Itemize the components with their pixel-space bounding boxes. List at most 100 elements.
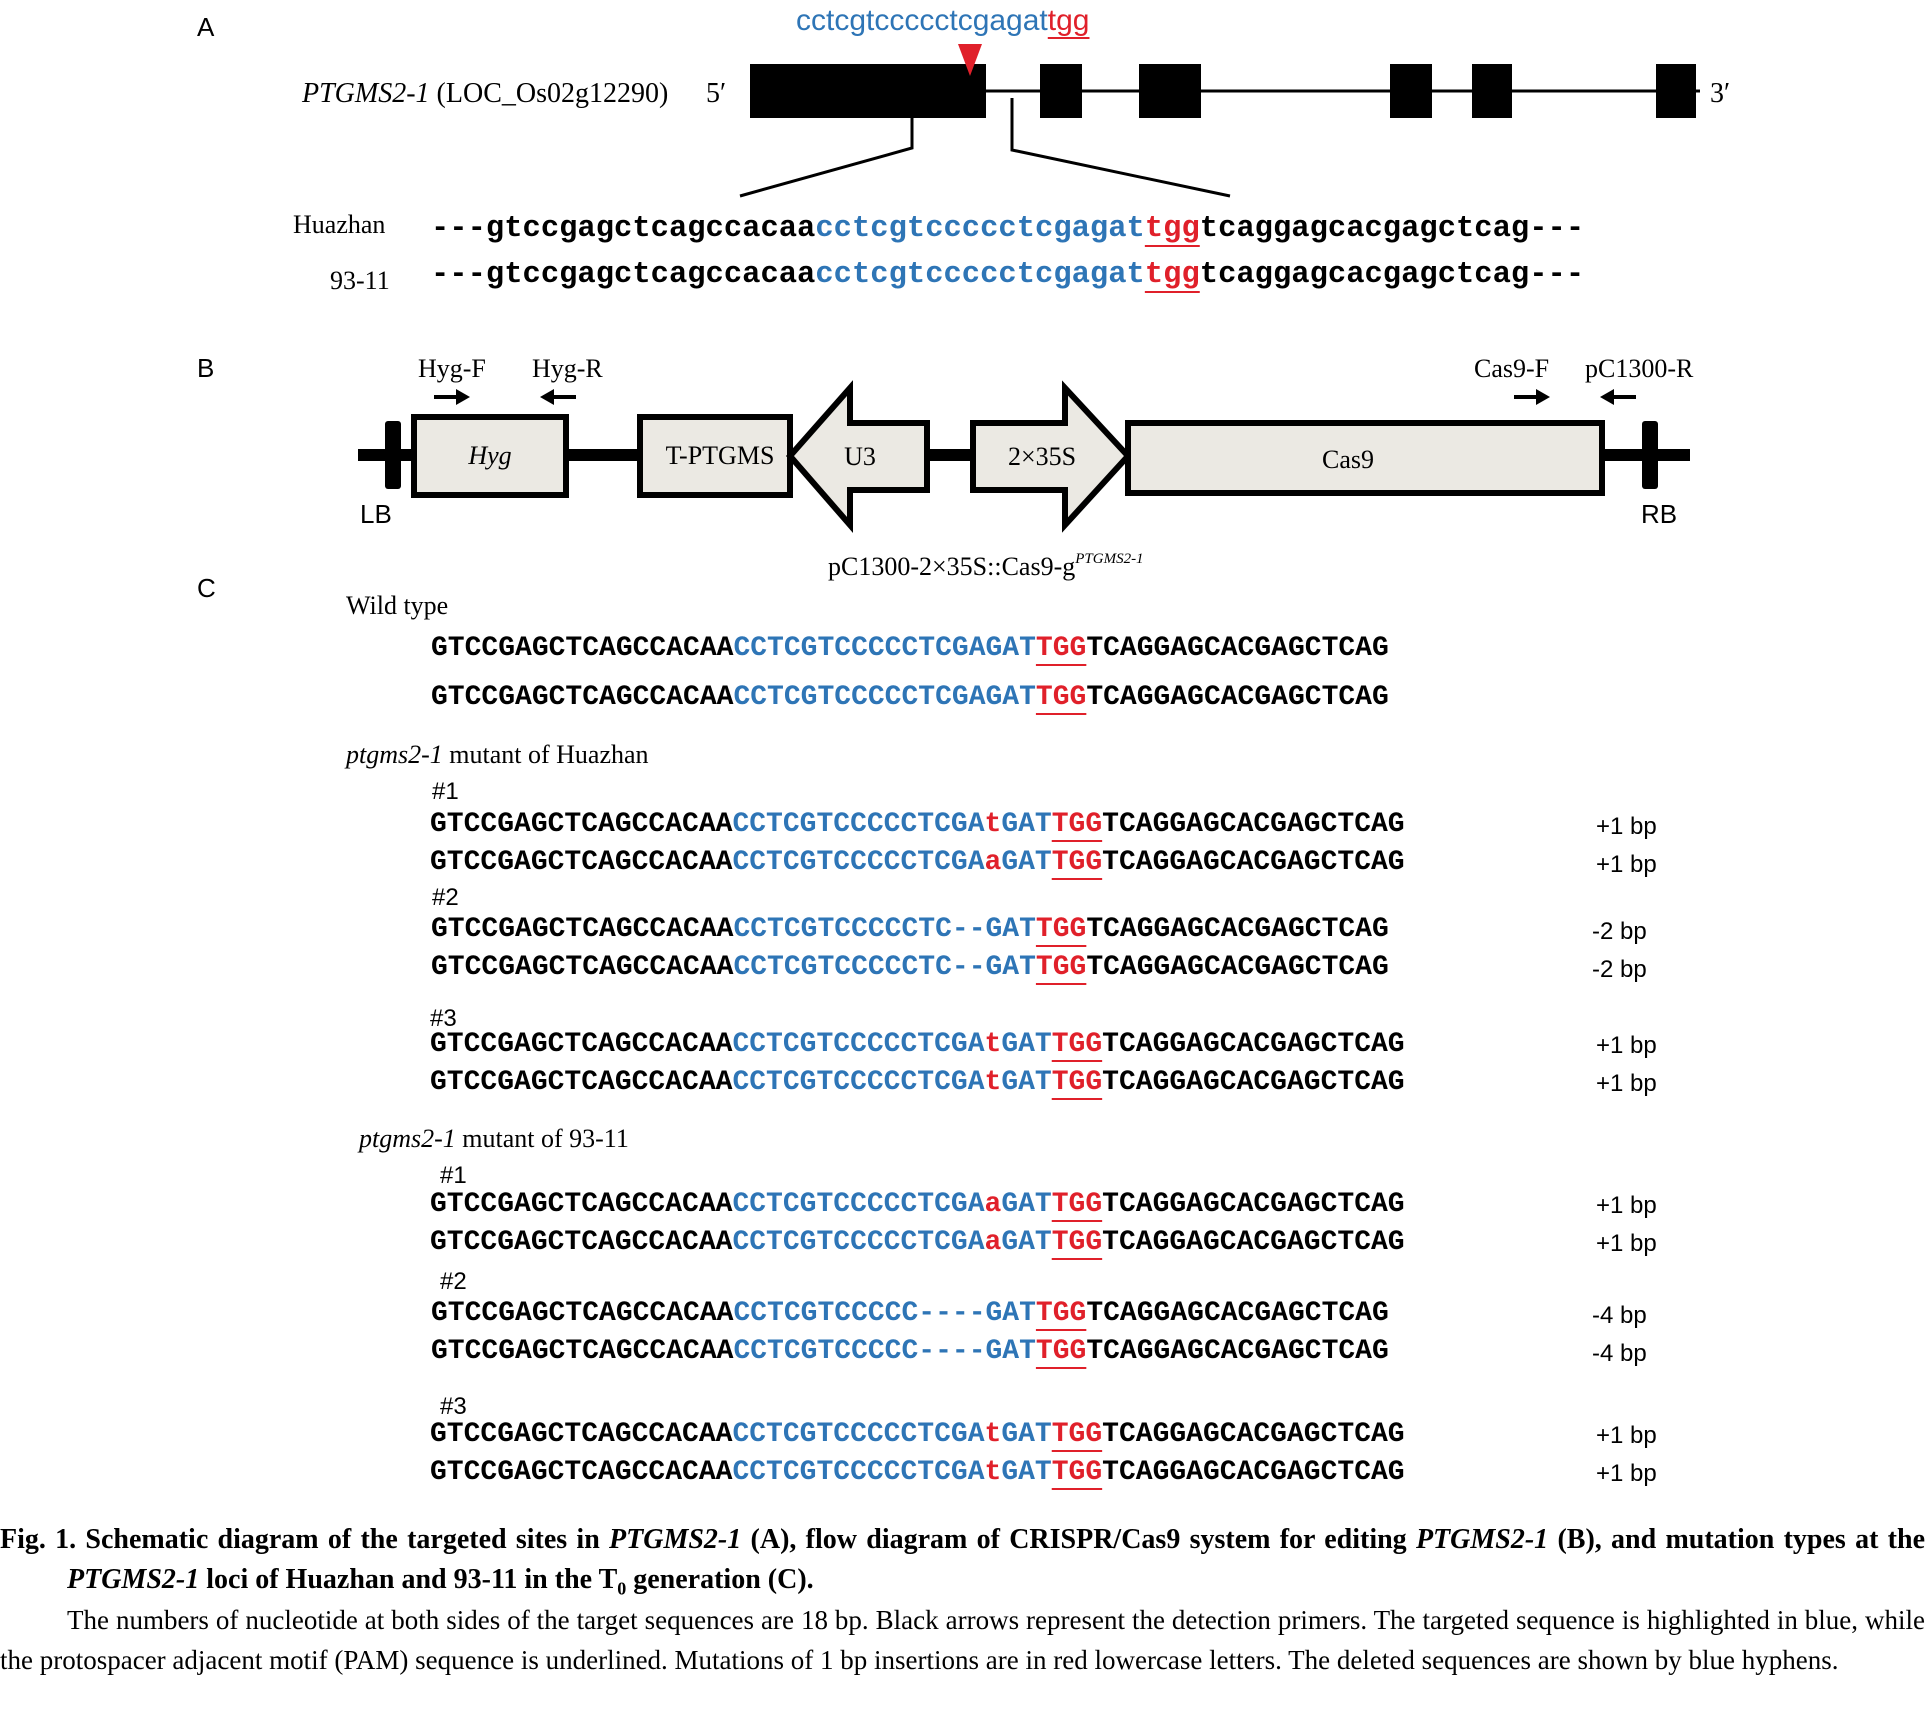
exon-5 [1472, 64, 1512, 118]
mutant-row: GTCCGAGCTCAGCCACAACCTCGTCCCCCTC--GATTGGT… [431, 914, 1389, 945]
cas9-box [1125, 420, 1605, 496]
target-site-arrow-icon [958, 44, 982, 76]
seq-pam: tgg [1144, 258, 1200, 292]
exon-6 [1656, 64, 1696, 118]
row-label-huazhan: Huazhan [293, 210, 386, 239]
mutation-note: +1 bp [1596, 1422, 1657, 1449]
seq-target: CCTCGTCCCCCTCGAGAT [733, 682, 1036, 713]
construct-sup: PTGMS2-1 [1075, 551, 1144, 567]
mutation-note: +1 bp [1596, 851, 1657, 878]
seq-right: tcaggagcacgagctcag--- [1199, 212, 1585, 246]
primer-hyg-r-label: Hyg-R [532, 354, 603, 383]
exon-1 [750, 64, 986, 118]
p35s-label: 2×35S [1008, 442, 1076, 471]
sequence-row-huazhan: ---gtccgagctcagccacaacctcgtccccctcgagatt… [431, 212, 1584, 246]
top-target-sequence: cctcgtccccctcgagattgg [796, 4, 1089, 38]
primer-hyg-f-label: Hyg-F [418, 354, 486, 383]
mutant-row: GTCCGAGCTCAGCCACAACCTCGTCCCCCTCGAaGATTGG… [430, 1189, 1405, 1220]
seq-left: ---gtccgagctcagccacaa [431, 258, 816, 292]
mutation-note: +1 bp [1596, 1230, 1657, 1257]
mutant-id: #3 [440, 1393, 467, 1420]
seq-target: cctcgtccccctcgagat [815, 212, 1145, 246]
mutation-note: -4 bp [1592, 1340, 1647, 1367]
exon-4 [1390, 64, 1432, 118]
mutant-italic: ptgms2-1 [346, 740, 443, 769]
zoom-line-left [739, 118, 914, 198]
mutation-note: -2 bp [1592, 956, 1647, 983]
mutant-row: GTCCGAGCTCAGCCACAACCTCGTCCCCCTCGAaGATTGG… [430, 1227, 1405, 1258]
figure-caption-body: The numbers of nucleotide at both sides … [0, 1605, 1925, 1675]
mutation-note: +1 bp [1596, 813, 1657, 840]
seq-right: TCAGGAGCACGAGCTCAG [1086, 633, 1389, 664]
mutation-note: +1 bp [1596, 1070, 1657, 1097]
seq-target: CCTCGTCCCCCTCGAGAT [733, 633, 1036, 664]
mutant-row: GTCCGAGCTCAGCCACAACCTCGTCCCCCTCGAtGATTGG… [430, 1419, 1405, 1450]
wild-type-label: Wild type [346, 591, 449, 620]
mutant-id: #1 [432, 778, 459, 805]
mutation-note: +1 bp [1596, 1192, 1657, 1219]
seq-pam: TGG [1035, 682, 1087, 713]
hyg-label: Hyg [467, 441, 511, 470]
gene-name: PTGMS2-1 [302, 78, 430, 109]
seq-pam: tgg [1144, 212, 1200, 246]
p35s-arrow [970, 380, 1133, 533]
panel-b-letter: B [197, 353, 215, 383]
rb-border [1642, 421, 1658, 489]
mutant-row: GTCCGAGCTCAGCCACAACCTCGTCCCCCTCGAaGATTGG… [430, 847, 1405, 878]
panel-c-letter: C [197, 573, 216, 603]
t-ptgms-label: T-PTGMS [666, 441, 775, 470]
figure-caption-title: Fig. 1. Schematic diagram of the targete… [0, 1524, 1925, 1599]
gene-structure-diagram [739, 44, 1700, 198]
three-prime-label: 3′ [1710, 78, 1731, 109]
u3-label: U3 [844, 442, 876, 471]
top-target: cctcgtccccctcgagat [796, 4, 1048, 37]
seq-right: tcaggagcacgagctcag--- [1199, 258, 1585, 292]
mutant-row: GTCCGAGCTCAGCCACAACCTCGTCCCCC----GATTGGT… [431, 1298, 1389, 1329]
u3-arrow [786, 380, 930, 534]
row-label-93-11: 93-11 [330, 266, 390, 295]
line93-mutant-heading: ptgms2-1 mutant of 93-11 [359, 1124, 629, 1154]
lb-label: LB [360, 499, 392, 529]
arrow-left-icon [540, 389, 576, 405]
mutant-id: #2 [432, 884, 459, 911]
seq-left: ---gtccgagctcagccacaa [431, 212, 816, 246]
mutant-row: GTCCGAGCTCAGCCACAACCTCGTCCCCCTCGAtGATTGG… [430, 1457, 1405, 1488]
seq-right: TCAGGAGCACGAGCTCAG [1086, 682, 1389, 713]
arrow-right-icon [434, 389, 470, 405]
cas9-label: Cas9 [1322, 445, 1374, 474]
lb-border [385, 421, 401, 489]
mutant-rest: mutant of 93-11 [455, 1124, 629, 1153]
rb-label: RB [1641, 499, 1678, 529]
panel-a-letter: A [197, 12, 215, 42]
wild-type-row-2: GTCCGAGCTCAGCCACAACCTCGTCCCCCTCGAGATTGGT… [431, 682, 1389, 713]
five-prime-label: 5′ [706, 78, 727, 109]
seq-target: cctcgtccccctcgagat [815, 258, 1145, 292]
seq-left: GTCCGAGCTCAGCCACAA [431, 633, 734, 664]
mutant-id: #2 [440, 1268, 467, 1295]
seq-left: GTCCGAGCTCAGCCACAA [431, 682, 734, 713]
t-ptgms-box [637, 414, 793, 498]
gene-locus: (LOC_Os02g12290) [436, 78, 669, 109]
exon-3 [1139, 64, 1201, 118]
mutation-note: -4 bp [1592, 1302, 1647, 1329]
exon-2 [1040, 64, 1082, 118]
mutant-row: GTCCGAGCTCAGCCACAACCTCGTCCCCCTCGAtGATTGG… [430, 1067, 1405, 1098]
mutant-italic: ptgms2-1 [359, 1124, 456, 1153]
mutation-note: +1 bp [1596, 1460, 1657, 1487]
mutation-note: +1 bp [1596, 1032, 1657, 1059]
wild-type-row-1: GTCCGAGCTCAGCCACAACCTCGTCCCCCTCGAGATTGGT… [431, 633, 1389, 664]
zoom-line-right [1010, 98, 1231, 198]
sequence-row-93-11: ---gtccgagctcagccacaacctcgtccccctcgagatt… [431, 258, 1584, 292]
seq-pam: TGG [1035, 633, 1087, 664]
top-pam: tgg [1047, 4, 1090, 37]
mutant-rest: mutant of Huazhan [442, 740, 649, 769]
mutant-row: GTCCGAGCTCAGCCACAACCTCGTCCCCCTC--GATTGGT… [431, 952, 1389, 983]
mutant-row: GTCCGAGCTCAGCCACAACCTCGTCCCCCTCGAtGATTGG… [430, 809, 1405, 840]
primer-cas9-f-label: Cas9-F [1474, 354, 1550, 383]
arrow-left-icon [1600, 389, 1636, 405]
mutant-row: GTCCGAGCTCAGCCACAACCTCGTCCCCC----GATTGGT… [431, 1336, 1389, 1367]
hyg-box [411, 414, 569, 498]
huazhan-mutant-heading: ptgms2-1 mutant of Huazhan [346, 740, 649, 770]
gene-label: PTGMS2-1 (LOC_Os02g12290) [302, 78, 668, 110]
primer-pc1300-r-label: pC1300-R [1585, 354, 1694, 383]
